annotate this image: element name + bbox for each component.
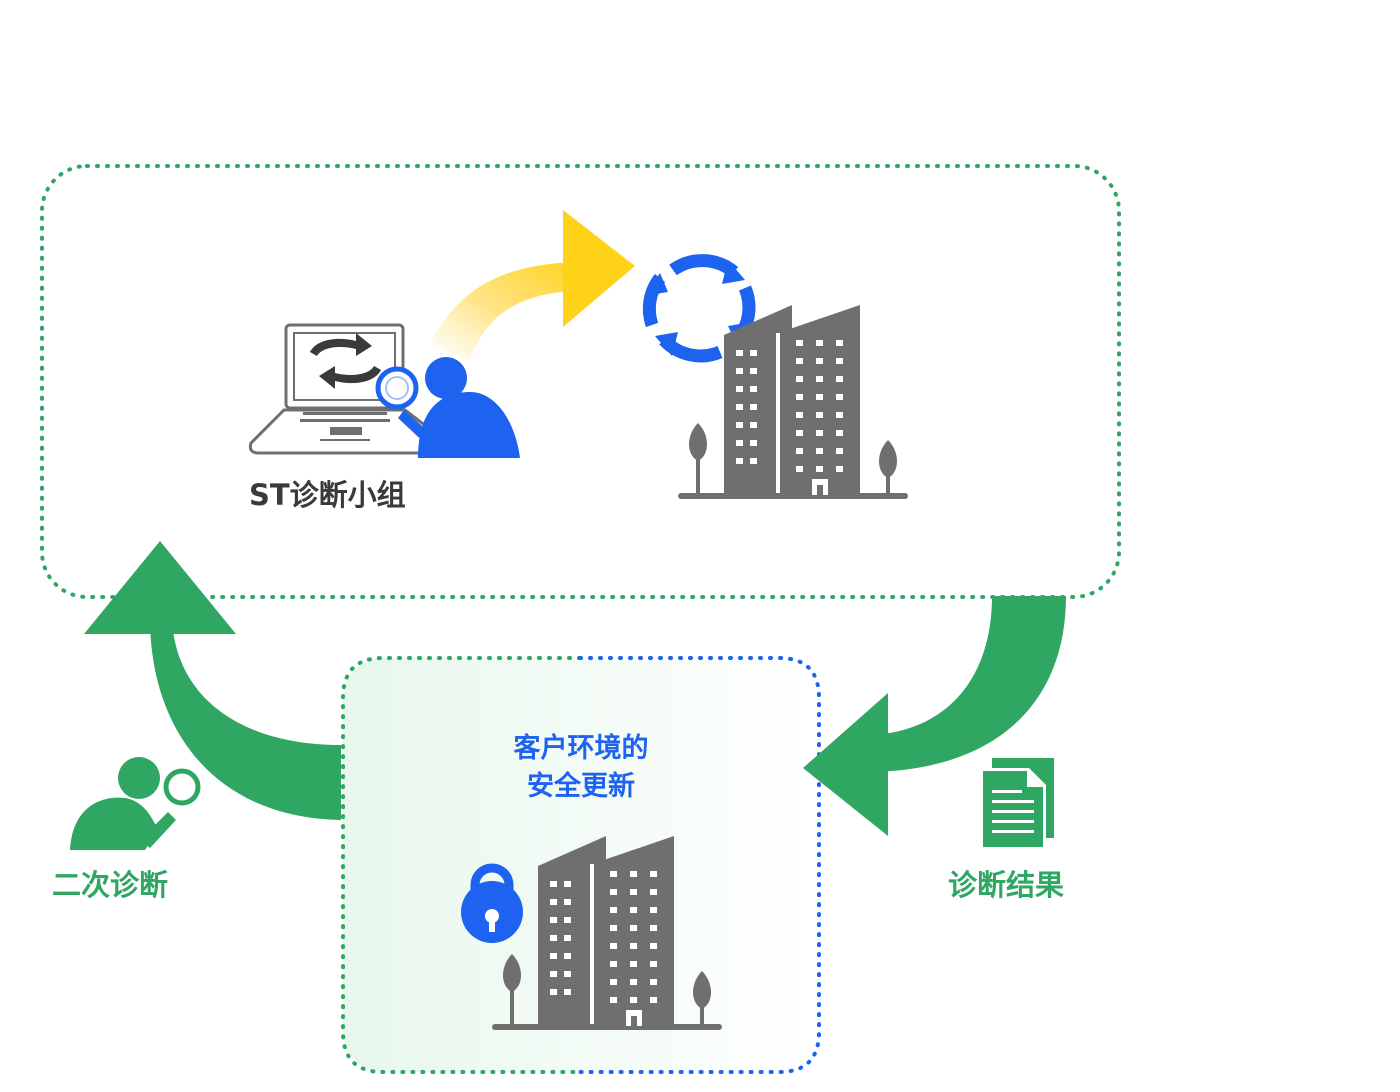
building-icon	[676, 303, 910, 501]
second-diagnosis-label: 二次诊断	[52, 868, 169, 902]
document-icon	[980, 758, 1054, 850]
sync-icon	[310, 333, 381, 389]
analyst-icon	[375, 357, 520, 458]
customer-env-border-blue	[578, 656, 821, 1074]
diagnosis-result-label: 诊断结果	[948, 868, 1065, 902]
second-diagnosis-icon	[70, 757, 201, 850]
deliver-arrow	[430, 210, 635, 360]
team-group-box	[40, 164, 1121, 599]
result-arrow	[803, 596, 1066, 836]
security-update-line1: 客户环境的	[513, 733, 649, 764]
second-diagnosis-arrow	[84, 541, 341, 820]
security-update-line2: 安全更新	[527, 771, 635, 802]
security-update-label: 客户环境的 安全更新	[470, 730, 692, 806]
lock-icon	[461, 863, 523, 943]
team-label: ST诊断小组	[249, 478, 406, 512]
customer-env-border-green	[341, 656, 582, 1074]
